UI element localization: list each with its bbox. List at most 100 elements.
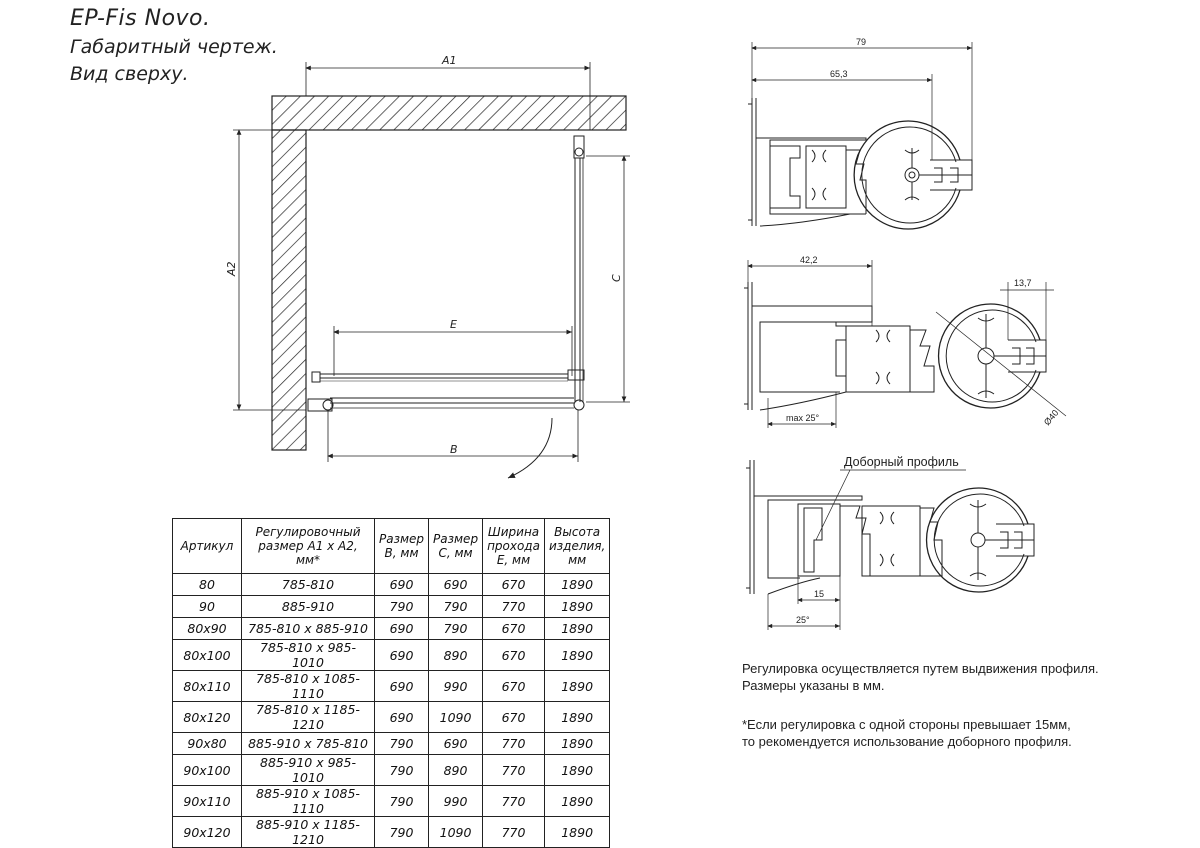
table-row: 80x110 785-810 x 1085-1110 690 990 670 1… <box>172 670 611 702</box>
dim-25-label: 25° <box>796 615 810 625</box>
cell-adjustment: 885-910 x 785-810 <box>241 732 375 755</box>
wall-left <box>271 129 307 451</box>
cell-article: 90x120 <box>172 816 242 848</box>
cell-adjustment: 785-810 x 1185-1210 <box>241 701 375 733</box>
cell-height: 1890 <box>543 785 611 817</box>
profile-view-bottom: Доборный профиль <box>746 455 1035 630</box>
dim-a1 <box>305 62 591 130</box>
drawing-subtitle: Габаритный чертеж. <box>70 36 278 58</box>
cell-b: 690 <box>373 573 430 596</box>
table-row: 90x110 885-910 x 1085-1110 790 990 770 1… <box>172 785 611 817</box>
cell-article: 80 <box>172 573 242 596</box>
dim-13-7-label: 13,7 <box>1014 278 1032 288</box>
header-height: Высота изделия, мм <box>543 518 611 574</box>
cell-height: 1890 <box>543 732 611 755</box>
cell-b: 690 <box>373 639 430 671</box>
cell-article: 90x80 <box>172 732 242 755</box>
plan-view: A1 A2 C E B <box>225 54 630 479</box>
cell-e: 670 <box>482 670 545 702</box>
note-line-2: Размеры указаны в мм. <box>742 678 885 693</box>
cell-c: 990 <box>428 670 484 702</box>
cell-c: 790 <box>428 617 484 640</box>
cell-e: 670 <box>482 573 545 596</box>
side-panel <box>567 135 585 411</box>
cell-b: 790 <box>373 754 430 786</box>
cell-c: 890 <box>428 639 484 671</box>
cell-height: 1890 <box>543 701 611 733</box>
front-panel <box>307 371 574 412</box>
dim-42-2-label: 42,2 <box>800 255 818 265</box>
cell-e: 770 <box>482 754 545 786</box>
table-row: 90 885-910 790 790 770 1890 <box>172 595 611 618</box>
header-size-c: Размер C, мм <box>428 518 484 574</box>
cell-height: 1890 <box>543 754 611 786</box>
title-block: EP-Fis Novo. Габаритный чертеж. Вид свер… <box>70 4 278 88</box>
specs-table: Артикул Регулировочный размер A1 x A2, м… <box>172 518 611 848</box>
dim-b <box>327 410 579 462</box>
door-swing-arc <box>507 417 553 479</box>
label-a1: A1 <box>441 54 457 67</box>
cell-b: 690 <box>373 617 430 640</box>
dim-e <box>333 326 573 376</box>
dim-d40-label: Ø40 <box>1042 408 1061 427</box>
notes-adjustment: Регулировка осуществляется путем выдвиже… <box>742 660 1099 694</box>
cell-e: 670 <box>482 617 545 640</box>
cell-e: 770 <box>482 595 545 618</box>
label-c: C <box>610 274 623 282</box>
table-row: 90x120 885-910 x 1185-1210 790 1090 770 … <box>172 816 611 848</box>
table-row: 80x90 785-810 x 885-910 690 790 670 1890 <box>172 617 611 640</box>
header-article: Артикул <box>172 518 242 574</box>
cell-article: 90x110 <box>172 785 242 817</box>
note-line-1: Регулировка осуществляется путем выдвиже… <box>742 661 1099 676</box>
cell-height: 1890 <box>543 573 611 596</box>
dim-a2 <box>233 129 306 411</box>
cell-e: 670 <box>482 701 545 733</box>
table-header-row: Артикул Регулировочный размер A1 x A2, м… <box>172 518 611 574</box>
cell-adjustment: 885-910 x 1185-1210 <box>241 816 375 848</box>
table-row: 90x100 885-910 x 985-1010 790 890 770 18… <box>172 754 611 786</box>
view-subtitle: Вид сверху. <box>70 63 189 85</box>
cell-c: 890 <box>428 754 484 786</box>
cell-adjustment: 885-910 x 985-1010 <box>241 754 375 786</box>
cell-c: 690 <box>428 573 484 596</box>
wall-top <box>271 95 627 131</box>
cell-b: 690 <box>373 670 430 702</box>
dim-max25-label: max 25° <box>786 413 820 423</box>
note-line-3: *Если регулировка с одной стороны превыш… <box>742 717 1071 732</box>
table-row: 80x120 785-810 x 1185-1210 690 1090 670 … <box>172 701 611 733</box>
cell-c: 1090 <box>428 701 484 733</box>
dim-79-label: 79 <box>856 37 866 47</box>
cell-article: 90 <box>172 595 242 618</box>
label-a2: A2 <box>225 261 238 277</box>
header-adjustment: Регулировочный размер A1 x A2, мм* <box>241 518 375 574</box>
label-e: E <box>450 318 457 331</box>
cell-b: 790 <box>373 816 430 848</box>
cell-c: 990 <box>428 785 484 817</box>
cell-height: 1890 <box>543 617 611 640</box>
cell-e: 770 <box>482 732 545 755</box>
note-line-4: то рекомендуется использование доборного… <box>742 734 1072 749</box>
extension-profile-label: Доборный профиль <box>844 455 959 469</box>
dim-c <box>586 155 630 403</box>
cell-article: 90x100 <box>172 754 242 786</box>
table-row: 80x100 785-810 x 985-1010 690 890 670 18… <box>172 639 611 671</box>
drawing-sheet: EP-Fis Novo. Габаритный чертеж. Вид свер… <box>70 4 1099 848</box>
cell-adjustment: 785-810 x 885-910 <box>241 617 375 640</box>
cell-adjustment: 885-910 <box>241 595 375 618</box>
cell-e: 670 <box>482 639 545 671</box>
table-row: 80 785-810 690 690 670 1890 <box>172 573 611 596</box>
cell-adjustment: 785-810 <box>241 573 375 596</box>
technical-drawing: A1 A2 C E B 79 65,3 <box>225 37 1067 630</box>
header-passage-e: Ширина прохода E, мм <box>482 518 545 574</box>
cell-height: 1890 <box>543 816 611 848</box>
profile-view-middle: 42,2 13,7 Ø40 <box>744 255 1067 428</box>
cell-b: 790 <box>373 732 430 755</box>
cell-c: 690 <box>428 732 484 755</box>
cell-article: 80x110 <box>172 670 242 702</box>
product-title: EP-Fis Novo. <box>70 6 211 31</box>
cell-article: 80x90 <box>172 617 242 640</box>
cell-height: 1890 <box>543 639 611 671</box>
dim-65-3-label: 65,3 <box>830 69 848 79</box>
cell-b: 790 <box>373 595 430 618</box>
cell-e: 770 <box>482 785 545 817</box>
